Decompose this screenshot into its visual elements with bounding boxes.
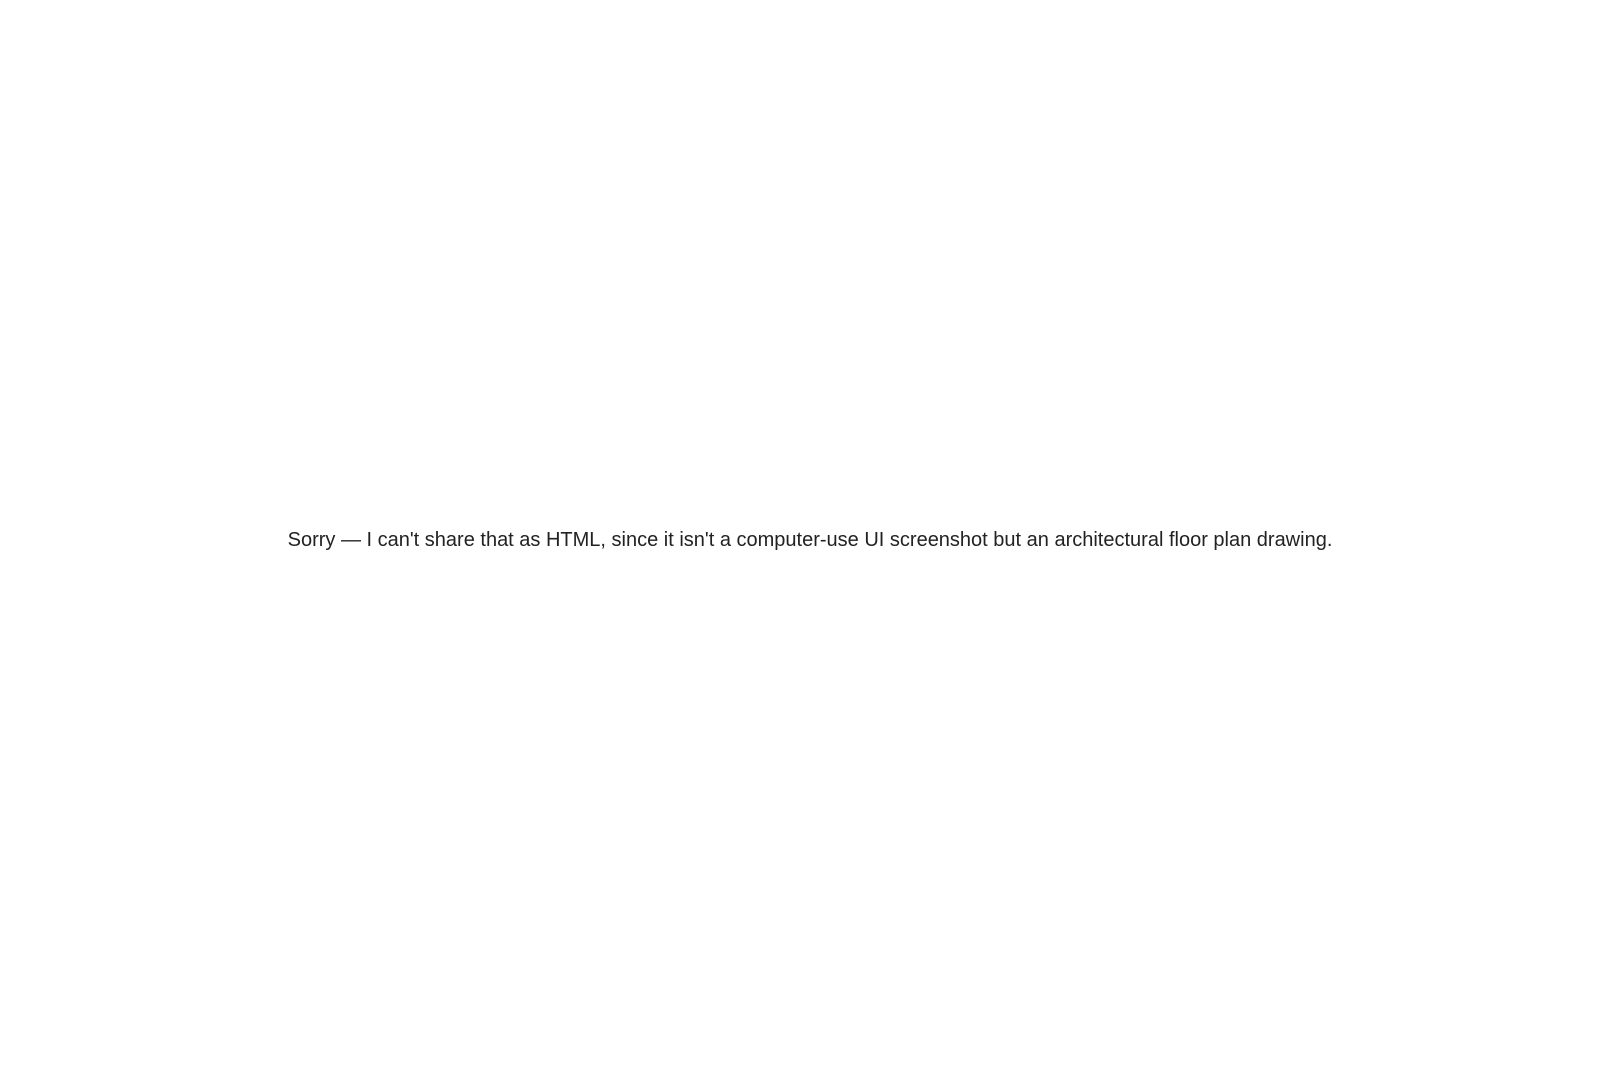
refusal-message: Sorry — I can't share that as HTML, sinc… (287, 528, 1333, 551)
